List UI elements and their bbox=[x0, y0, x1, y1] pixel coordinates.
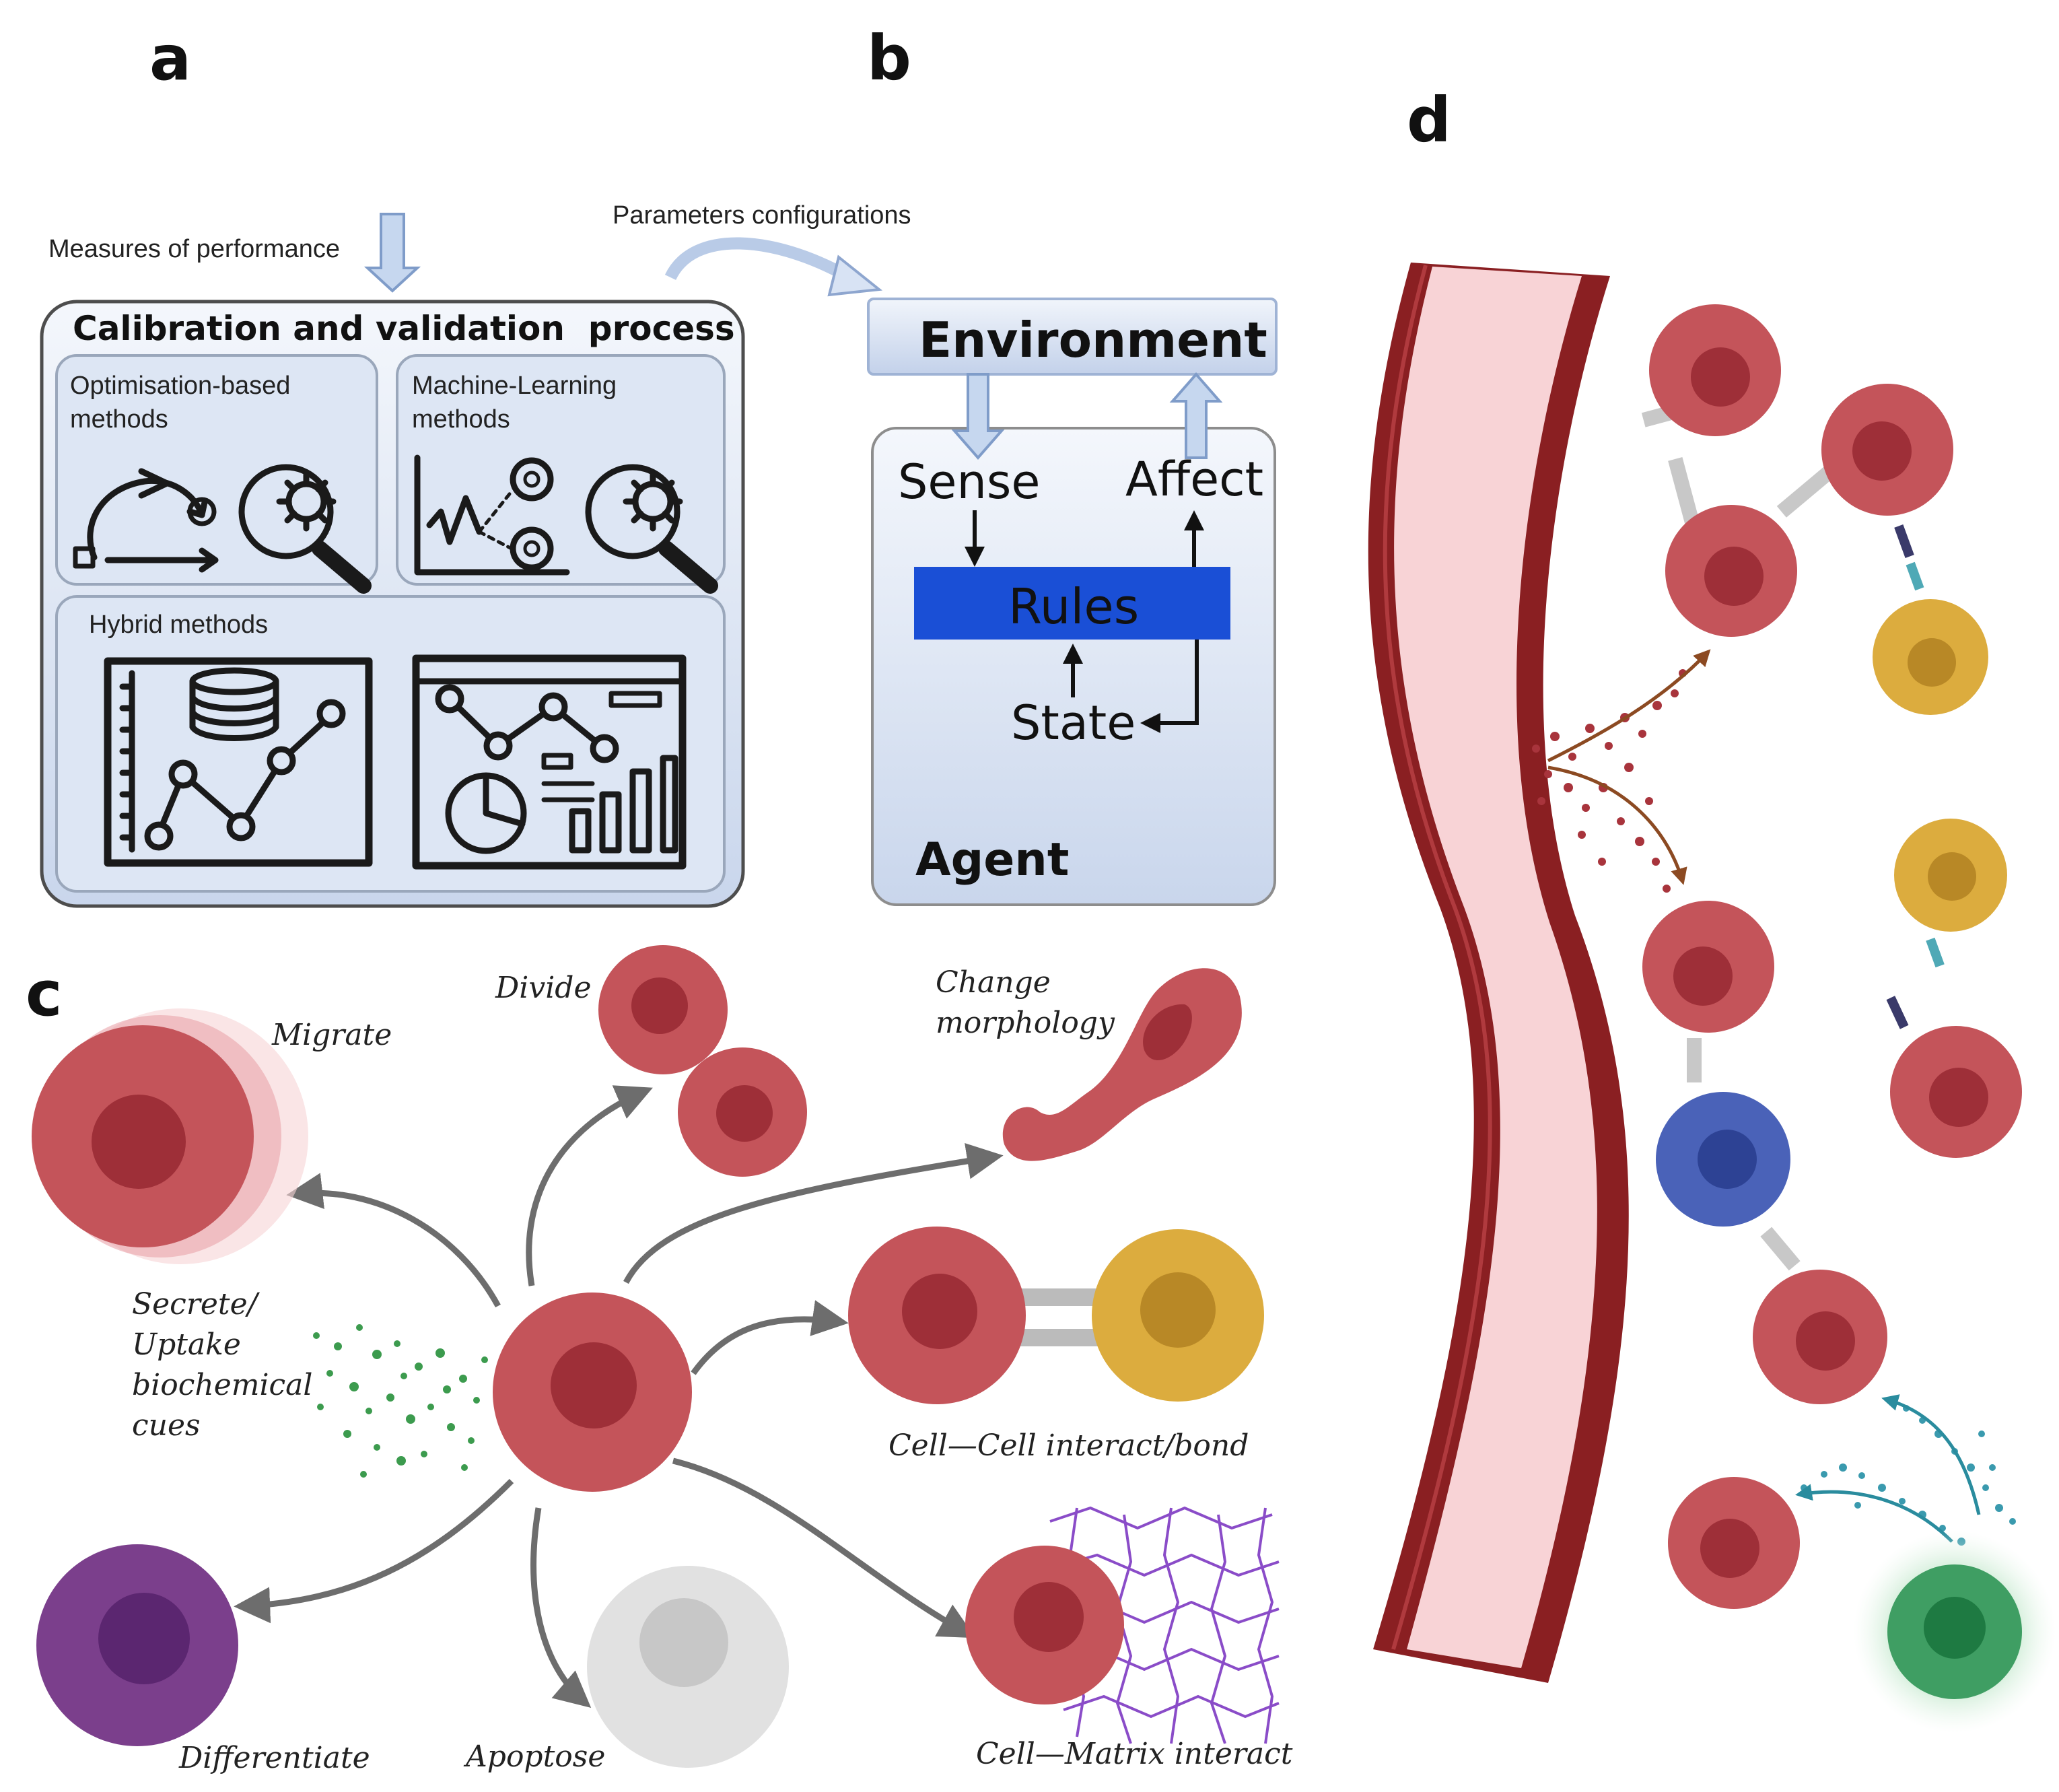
secrete-line2: Uptake bbox=[132, 1328, 241, 1362]
red-cell-mid-right bbox=[1890, 1026, 2022, 1158]
central-cell bbox=[493, 1293, 692, 1492]
parameters-arrowhead bbox=[827, 254, 883, 297]
secrete-line1: Secrete/ bbox=[132, 1287, 260, 1321]
arrow-to-apoptose bbox=[530, 1507, 592, 1709]
red-cell-lower bbox=[1753, 1270, 1887, 1404]
agent-label: Agent bbox=[915, 833, 1069, 887]
panel-d bbox=[1368, 263, 2056, 1733]
divide-cells bbox=[598, 945, 807, 1177]
ml-label-line2: methods bbox=[412, 405, 510, 434]
parameters-curved-arrow bbox=[664, 237, 850, 281]
cell-cluster-top bbox=[1641, 304, 1953, 637]
arrow-to-migrate bbox=[286, 1173, 501, 1308]
bond-red-blue bbox=[1687, 1038, 1702, 1082]
rules-box bbox=[914, 567, 1230, 640]
differentiate-label: Differentiate bbox=[178, 1741, 370, 1775]
optimisation-label-line2: methods bbox=[70, 405, 168, 434]
receptor-stub-yellow2 bbox=[1926, 937, 1945, 968]
environment-box bbox=[867, 298, 1278, 376]
optimisation-label-line1: Optimisation-based bbox=[70, 372, 290, 400]
ml-search-gear-icon bbox=[585, 464, 718, 594]
teal-arrow-lower bbox=[1795, 1484, 1953, 1543]
hybrid-dashboard-icon bbox=[412, 654, 687, 870]
morphology-cell bbox=[1002, 968, 1242, 1161]
biochemical-cues-particles bbox=[313, 1324, 488, 1478]
hybrid-label: Hybrid methods bbox=[89, 611, 268, 639]
secretion-arrow-down bbox=[1547, 765, 1687, 885]
vessel-lumen bbox=[1394, 267, 1597, 1668]
secreted-particles-teal bbox=[1801, 1405, 2016, 1546]
migrate-cell bbox=[32, 1008, 308, 1264]
measures-down-arrow bbox=[363, 213, 421, 293]
cell-cell-label: Cell—Cell interact/bond bbox=[888, 1428, 1249, 1463]
sense-label: Sense bbox=[898, 454, 1040, 510]
arrow-to-morphology bbox=[623, 1143, 1004, 1284]
arrow-to-divide bbox=[526, 1085, 653, 1286]
blue-cell bbox=[1656, 1092, 1790, 1227]
arrow-to-cell-cell bbox=[691, 1300, 849, 1375]
secrete-line3: biochemical bbox=[132, 1368, 313, 1402]
arrow-to-cell-matrix bbox=[672, 1457, 976, 1639]
rules-to-state-loop bbox=[1140, 640, 1199, 733]
rules-label: Rules bbox=[1008, 578, 1139, 635]
panel-letter-c: c bbox=[26, 958, 63, 1030]
affect-label: Affect bbox=[1125, 452, 1263, 507]
secretion-arrow-up bbox=[1547, 649, 1711, 763]
apoptose-label: Apoptose bbox=[463, 1739, 605, 1774]
cycle-arrows-icon bbox=[73, 468, 219, 573]
env-to-sense-arrow bbox=[951, 373, 1005, 460]
affect-to-env-arrow bbox=[1169, 372, 1223, 459]
secreted-particles-brown bbox=[1532, 669, 1687, 893]
yellow-cell-1 bbox=[1873, 599, 1988, 715]
panel-c: Migrate Divide Change morphology bbox=[32, 945, 1293, 1775]
panel-letter-b: b bbox=[867, 22, 911, 94]
yellow-cell-2 bbox=[1894, 819, 2007, 932]
cell-matrix-label: Cell—Matrix interact bbox=[976, 1737, 1293, 1771]
migrate-label: Migrate bbox=[271, 1018, 392, 1052]
receptor-link-1 bbox=[1894, 524, 1924, 591]
cell-cell-pair bbox=[848, 1227, 1264, 1404]
measures-of-performance-label: Measures of performance bbox=[48, 235, 340, 263]
teal-arrow-upper bbox=[1881, 1394, 1981, 1515]
change-morphology-line1: Change bbox=[936, 965, 1051, 1000]
apoptose-cell bbox=[587, 1566, 789, 1768]
hybrid-data-chart-icon bbox=[104, 657, 373, 867]
red-cell-mid-1 bbox=[1642, 901, 1774, 1033]
panel-letter-d: d bbox=[1407, 84, 1451, 156]
divide-label: Divide bbox=[495, 971, 591, 1005]
ml-model-icon bbox=[414, 454, 570, 576]
red-cell-bottom bbox=[1668, 1477, 1800, 1609]
panel-b: Parameters configurations Environment Se… bbox=[613, 201, 1278, 906]
state-label: State bbox=[1011, 695, 1136, 751]
bond-blue-red bbox=[1760, 1227, 1801, 1271]
vessel-inner-line bbox=[1383, 265, 1492, 1650]
change-morphology-line2: morphology bbox=[936, 1006, 1115, 1040]
panel-a: Measures of performance Calibration and … bbox=[40, 213, 745, 908]
differentiate-cell bbox=[36, 1544, 238, 1746]
extracellular-matrix bbox=[1049, 1506, 1280, 1744]
arrow-to-differentiate bbox=[234, 1478, 514, 1624]
ml-label-line1: Machine-Learning bbox=[412, 372, 617, 400]
matrix-cell bbox=[965, 1546, 1124, 1704]
optimisation-subbox bbox=[55, 354, 378, 586]
calibration-box-title: Calibration and validation process bbox=[73, 309, 735, 348]
receptor-stub-red bbox=[1886, 996, 1909, 1029]
search-gear-icon bbox=[238, 464, 372, 594]
secrete-line4: cues bbox=[132, 1408, 201, 1443]
parameters-configurations-label: Parameters configurations bbox=[613, 201, 911, 230]
green-cell bbox=[1854, 1531, 2056, 1733]
panel-letter-a: a bbox=[149, 22, 191, 94]
environment-label: Environment bbox=[919, 312, 1267, 368]
